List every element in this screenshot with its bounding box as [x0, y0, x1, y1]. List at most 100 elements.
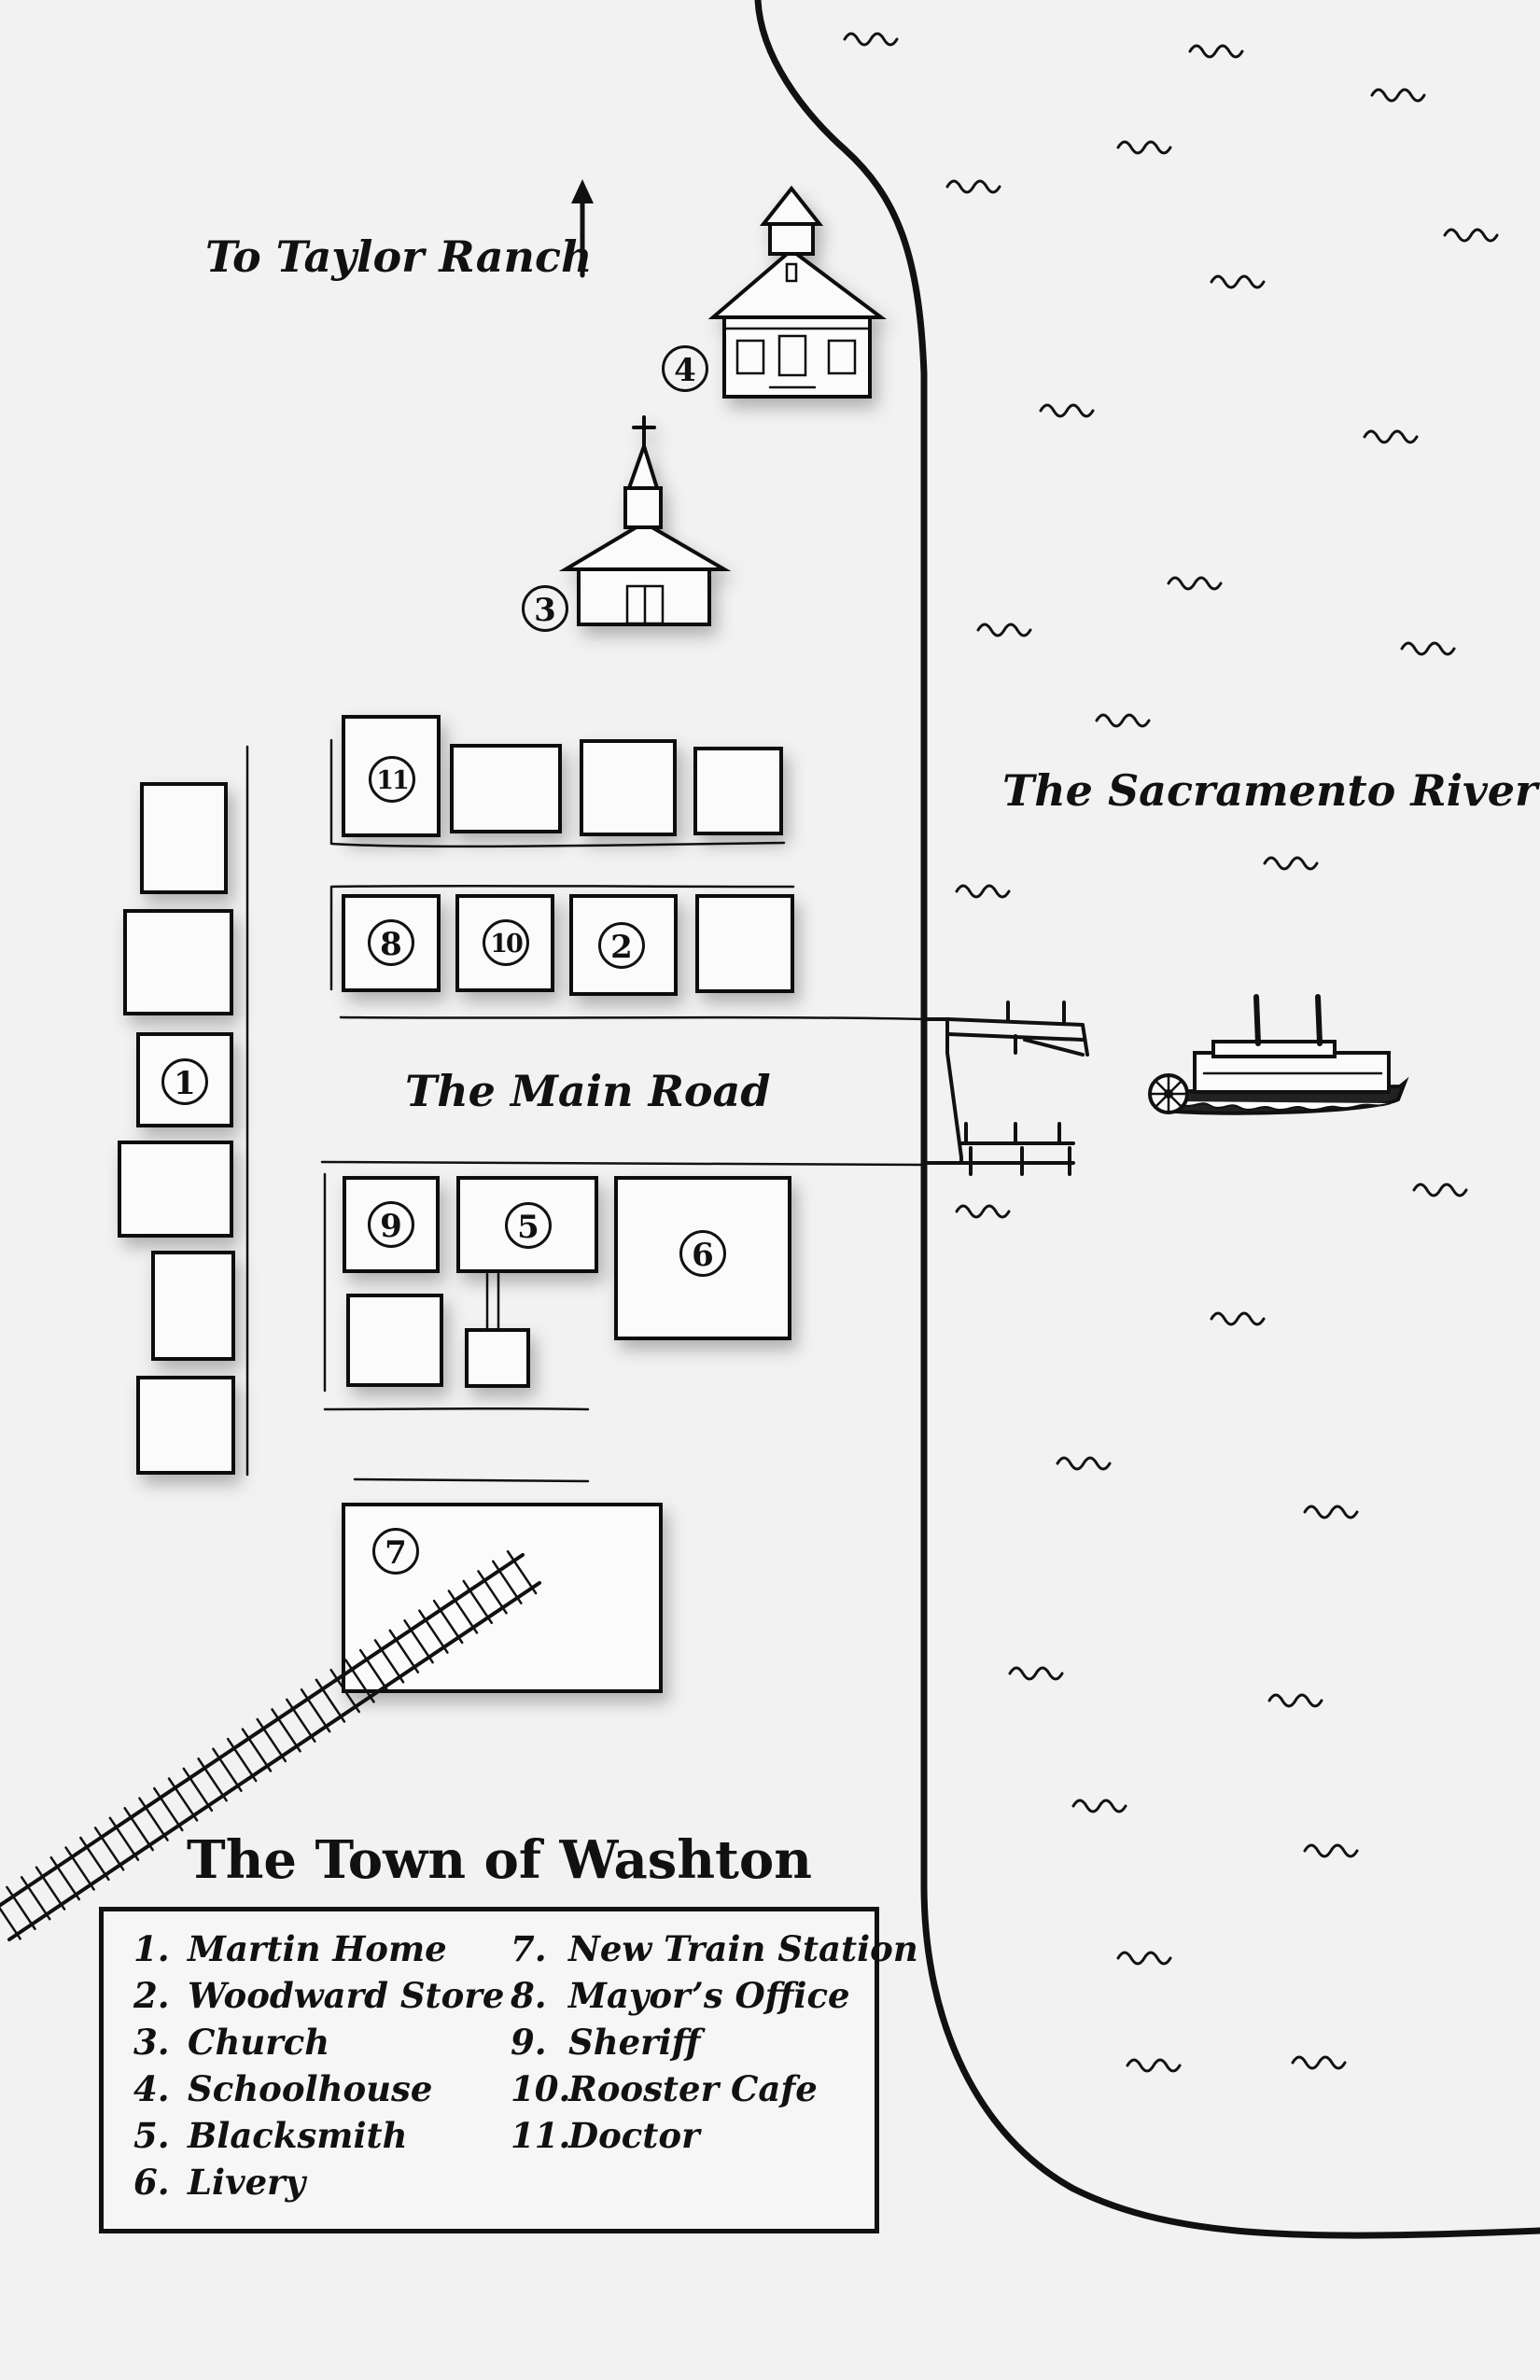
railroad-tie	[138, 1797, 169, 1841]
marker-6: 6	[679, 1230, 726, 1277]
water-wave-icon	[955, 884, 1011, 899]
railroad-tie	[6, 1885, 36, 1930]
water-wave-icon	[1303, 1843, 1359, 1858]
map-legend: 1.Martin Home 2.Woodward Store 3.Church …	[99, 1907, 918, 2233]
railroad-tie	[0, 1906, 21, 1940]
railroad-tie	[315, 1678, 346, 1723]
railroad-tie	[403, 1619, 434, 1664]
water-wave-icon	[1126, 2058, 1182, 2073]
railroad-tie	[93, 1827, 125, 1871]
marker-4: 4	[662, 345, 708, 392]
buildings	[118, 715, 794, 1693]
railroad-tie	[256, 1717, 287, 1763]
railroad-tie	[447, 1589, 479, 1634]
railroad-tie	[477, 1570, 508, 1615]
railroad-tie	[49, 1855, 81, 1901]
water-wave-icon	[945, 179, 1001, 194]
water-wave-icon	[1167, 576, 1223, 591]
water-wave-icon	[1039, 403, 1095, 418]
river-bank	[754, 0, 1540, 2239]
map-title: The Town of Washton	[187, 1829, 812, 1891]
railroad-tie	[182, 1767, 214, 1813]
railroad-tie	[123, 1807, 154, 1852]
water-wave-icon	[1291, 2055, 1347, 2070]
railroad-tie	[271, 1708, 301, 1753]
railroad-tie	[20, 1876, 51, 1921]
river-label: The Sacramento River	[1002, 765, 1538, 816]
railroad-track-icon	[0, 1549, 541, 1941]
water-wave-icon	[955, 1204, 1011, 1219]
marker-5: 5	[505, 1202, 552, 1249]
water-wave-icon	[1443, 228, 1499, 243]
dock-icon	[924, 1001, 1089, 1176]
railroad-tie	[79, 1836, 110, 1882]
railroad-tie	[418, 1609, 449, 1654]
marker-1: 1	[161, 1058, 208, 1105]
legend-item: 1.Martin Home	[133, 1928, 447, 1969]
railroad-tie	[462, 1579, 494, 1625]
railroad-tie	[388, 1629, 420, 1673]
railroad-tie	[197, 1757, 228, 1802]
water-wave-icon	[1400, 641, 1456, 656]
marker-11: 11	[369, 756, 415, 803]
river-waves	[843, 32, 1499, 2073]
north-arrow-icon	[571, 179, 594, 278]
railroad-tie	[64, 1846, 95, 1891]
water-wave-icon	[1056, 1456, 1112, 1471]
marker-7: 7	[372, 1528, 419, 1575]
water-wave-icon	[1008, 1666, 1064, 1681]
legend-item: 9.Sheriff	[511, 2022, 701, 2063]
marker-3: 3	[522, 585, 568, 632]
water-wave-icon	[1210, 1311, 1266, 1326]
steamboat-icon	[1148, 994, 1409, 1115]
water-wave-icon	[1095, 713, 1151, 728]
water-wave-icon	[1267, 1693, 1323, 1708]
water-wave-icon	[1263, 856, 1319, 871]
water-wave-icon	[1412, 1183, 1468, 1197]
marker-8: 8	[368, 919, 414, 966]
legend-item: 6.Livery	[133, 2162, 306, 2203]
legend-item: 7.New Train Station	[511, 1928, 918, 1969]
church-icon	[558, 415, 732, 626]
marker-10: 10	[483, 919, 529, 966]
railroad-tie	[241, 1728, 273, 1772]
water-wave-icon	[1210, 274, 1266, 289]
railroad-tie	[108, 1816, 140, 1861]
railroad-tie	[286, 1698, 316, 1743]
railroad-tie	[212, 1747, 243, 1792]
water-wave-icon	[1363, 429, 1419, 444]
water-wave-icon	[1116, 140, 1172, 155]
railroad-tie	[167, 1777, 199, 1822]
marker-9: 9	[368, 1201, 414, 1248]
railroad-tie	[35, 1866, 66, 1911]
railroad-tie	[373, 1639, 405, 1684]
legend-item: 11.Doctor	[511, 2115, 700, 2156]
railroad-tie	[226, 1737, 258, 1783]
taylor-ranch-label: To Taylor Ranch	[205, 231, 593, 282]
schoolhouse-icon	[707, 185, 887, 399]
railroad-tie	[300, 1688, 331, 1733]
water-wave-icon	[1188, 44, 1244, 59]
legend-column-right: 7.New Train Station 8.Mayor’s Office 9.S…	[511, 1928, 918, 2162]
marker-2: 2	[598, 922, 645, 969]
legend-item: 5.Blacksmith	[133, 2115, 408, 2156]
water-wave-icon	[1071, 1799, 1127, 1813]
water-wave-icon	[976, 623, 1032, 637]
legend-item: 3.Church	[133, 2022, 330, 2063]
legend-item: 8.Mayor’s Office	[511, 1975, 850, 2016]
legend-column-left: 1.Martin Home 2.Woodward Store 3.Church …	[133, 1928, 504, 2208]
railroad-tie	[152, 1786, 184, 1832]
railroad-tie	[432, 1599, 464, 1645]
railroad-tie	[344, 1659, 375, 1703]
legend-item: 10.Rooster Cafe	[511, 2068, 818, 2109]
water-wave-icon	[1116, 1951, 1172, 1966]
legend-item: 2.Woodward Store	[133, 1975, 505, 2016]
legend-item: 4.Schoolhouse	[133, 2068, 433, 2109]
road-edges	[245, 738, 928, 1483]
water-wave-icon	[1370, 88, 1426, 103]
railroad-tie	[329, 1668, 360, 1714]
water-wave-icon	[843, 32, 899, 47]
railroad-tie	[358, 1648, 390, 1694]
main-road-label: The Main Road	[405, 1066, 771, 1116]
